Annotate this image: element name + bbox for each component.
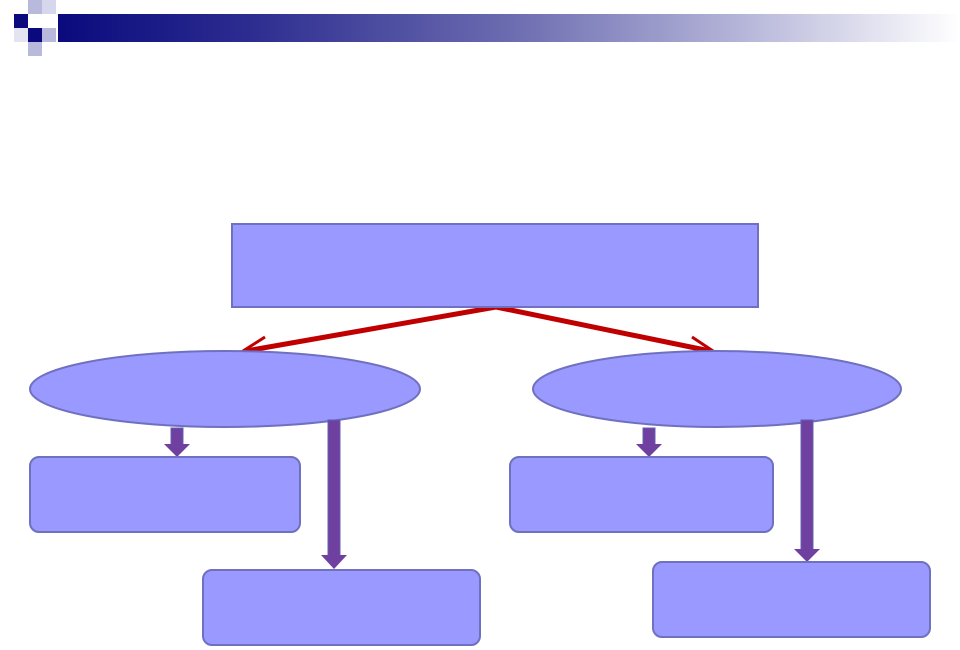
header-decor-square-8	[42, 0, 56, 14]
arrow-left-long	[321, 419, 347, 569]
arrow-right-long	[794, 419, 820, 562]
left-child-box-2	[202, 569, 481, 646]
header-decor-square-4	[28, 28, 42, 42]
arrow-left-short	[164, 427, 190, 457]
header-band	[58, 14, 960, 42]
header-decor-square-7	[14, 28, 28, 42]
connector-root-to-right	[495, 304, 717, 360]
left-child-box-1	[29, 456, 301, 533]
right-child-box-1	[509, 456, 774, 533]
left-ellipse-node	[29, 350, 421, 428]
header-decor-square-2	[28, 0, 42, 14]
root-node	[231, 223, 759, 308]
right-ellipse-node	[532, 350, 902, 428]
connector-root-to-left	[239, 304, 497, 360]
header-decor-square-6	[28, 42, 42, 56]
right-child-box-2	[652, 561, 931, 638]
header-decor-square-1	[14, 14, 28, 28]
header-decor-square-5	[42, 28, 56, 42]
arrow-right-short	[636, 427, 662, 457]
